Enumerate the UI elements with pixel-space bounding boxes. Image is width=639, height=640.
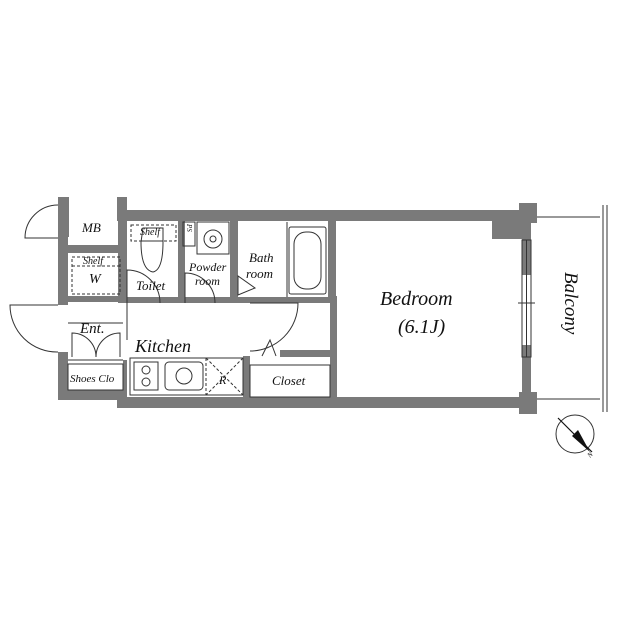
powder-label-1: Powder xyxy=(188,260,227,274)
wall-bottom-left xyxy=(58,390,127,400)
wic-label: W xyxy=(89,272,102,287)
wall-powder-right xyxy=(230,221,238,301)
entrance-label: Ent. xyxy=(79,321,105,337)
wall-bedroom-left xyxy=(330,296,337,397)
powder-door xyxy=(184,272,216,304)
wall-bottom xyxy=(117,397,537,408)
bath-door xyxy=(237,275,257,296)
wall-wet-bottom xyxy=(118,297,336,303)
kitchen-label: Kitchen xyxy=(134,336,191,356)
kitchen-sink xyxy=(164,361,204,391)
closet-box xyxy=(249,364,331,398)
shoes-closet-label: Shoes Clo xyxy=(70,373,115,385)
wall-kitchen-closet xyxy=(243,356,250,397)
bathtub-inner xyxy=(293,231,322,290)
toilet-label: Toilet xyxy=(136,278,166,293)
wall-mb-bottom xyxy=(58,245,127,253)
shoes-closet-box xyxy=(67,363,124,391)
powder-label-2: room xyxy=(195,274,220,288)
wic-shelf xyxy=(71,256,121,295)
toilet-shelf xyxy=(130,224,177,242)
toilet-bowl xyxy=(140,227,164,273)
wall-spine-left xyxy=(118,221,127,301)
wall-wic-bottom xyxy=(58,296,127,302)
bath-label-2: room xyxy=(246,266,273,281)
wall-top xyxy=(117,210,529,221)
walls xyxy=(58,197,537,414)
stove xyxy=(133,361,159,391)
ps-label: PS xyxy=(185,223,193,232)
fridge-diag-2 xyxy=(205,357,244,396)
wall-closet-top xyxy=(280,350,337,357)
ps-box xyxy=(182,221,196,247)
mb-label: MB xyxy=(81,220,101,235)
compass-north-label: N xyxy=(585,450,595,460)
fridge-space xyxy=(205,357,244,396)
shelf-toilet-label: Shelf xyxy=(140,227,161,238)
bedroom-label: Bedroom xyxy=(380,288,453,310)
shelf-wic-label: Shelf xyxy=(83,256,104,267)
wall-left-upper xyxy=(58,237,68,305)
mb-door xyxy=(24,204,59,239)
entrance-door xyxy=(9,304,59,353)
washbasin-counter xyxy=(196,221,230,255)
wall-top-cap xyxy=(117,197,127,221)
closet-label: Closet xyxy=(272,373,306,388)
fridge-label: R xyxy=(218,373,227,387)
wall-left-lower xyxy=(58,352,68,400)
washbasin-drain xyxy=(209,235,217,243)
washbasin-bowl xyxy=(203,229,223,249)
wall-beam-notch xyxy=(492,221,529,239)
wall-top-right-post xyxy=(519,203,537,223)
balcony-label: Balcony xyxy=(560,272,581,335)
closet-door-tri xyxy=(261,338,277,357)
fixtures xyxy=(9,204,608,454)
bedroom-size-label: (6.1J) xyxy=(398,316,446,338)
toilet-door xyxy=(126,269,161,304)
ent-door-left xyxy=(71,332,97,358)
wall-bath-right xyxy=(328,221,336,298)
burner-1 xyxy=(141,365,151,375)
bathtub xyxy=(288,226,327,295)
wall-toilet-right xyxy=(178,221,185,301)
sink-drain xyxy=(175,367,193,385)
wall-right-lower xyxy=(522,345,531,397)
labels: MB Shelf PS Shelf W Toilet Powder room B… xyxy=(70,220,595,460)
bath-label-1: Bath xyxy=(249,250,274,265)
burner-2 xyxy=(141,377,151,387)
hall-door xyxy=(249,302,299,352)
wall-bottom-right-post xyxy=(519,392,537,414)
compass-ring xyxy=(555,414,595,454)
ent-door-right xyxy=(95,332,121,358)
wall-top-left xyxy=(58,197,69,237)
wall-shoes-right xyxy=(123,360,127,397)
compass-icon xyxy=(557,417,593,453)
